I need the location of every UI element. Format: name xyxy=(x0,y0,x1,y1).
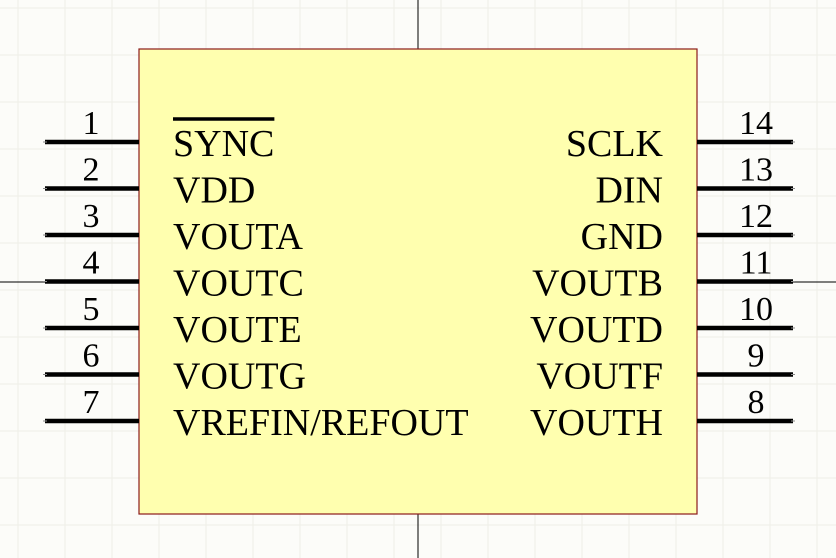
pin-number: 8 xyxy=(748,384,765,421)
component-body[interactable] xyxy=(138,48,698,515)
pin-6[interactable]: 6 VOUTG xyxy=(43,338,306,398)
pin-number: 4 xyxy=(83,245,100,282)
pin-name: SCLK xyxy=(566,123,664,165)
pin-number: 7 xyxy=(83,384,100,421)
pin-name: VREFIN/REFOUT xyxy=(173,402,469,444)
pin-8[interactable]: 8 VOUTH xyxy=(530,384,795,444)
pin-name: DIN xyxy=(595,170,663,212)
pin-name: VOUTF xyxy=(536,356,663,398)
pin-number: 11 xyxy=(740,245,773,282)
pin-name: VOUTG xyxy=(173,356,306,398)
pin-number: 6 xyxy=(83,338,100,375)
pin-9[interactable]: 9 VOUTF xyxy=(536,338,795,398)
pin-number: 9 xyxy=(748,338,765,375)
pin-4[interactable]: 4 VOUTC xyxy=(43,245,304,305)
pin-3[interactable]: 3 VOUTA xyxy=(43,198,303,258)
pins: 1 SYNC 2 VDD 3 VOUTA 4 VOUTC 5 VOUTE 6 VOUTG 7 VREFIN… xyxy=(43,105,795,444)
pin-number: 10 xyxy=(739,291,773,328)
pin-11[interactable]: 11 VOUTB xyxy=(532,245,795,305)
pin-name: VOUTE xyxy=(173,309,302,351)
pin-name: VOUTC xyxy=(173,263,304,305)
pin-10[interactable]: 10 VOUTD xyxy=(530,291,795,351)
pin-name: VOUTD xyxy=(530,309,663,351)
pin-name: GND xyxy=(581,216,663,258)
pin-12[interactable]: 12 GND xyxy=(581,198,795,258)
pin-name: VDD xyxy=(173,170,255,212)
pin-1[interactable]: 1 SYNC xyxy=(43,105,275,165)
pin-name: VOUTH xyxy=(530,402,663,444)
pin-number: 3 xyxy=(83,198,100,235)
pin-number: 14 xyxy=(739,105,773,142)
pin-14[interactable]: 14 SCLK xyxy=(566,105,795,165)
pin-name: VOUTB xyxy=(532,263,663,305)
pin-13[interactable]: 13 DIN xyxy=(595,152,795,212)
pin-2[interactable]: 2 VDD xyxy=(43,152,255,212)
pin-number: 12 xyxy=(739,198,773,235)
pin-name: VOUTA xyxy=(173,216,303,258)
pin-name: SYNC xyxy=(173,123,274,165)
pin-5[interactable]: 5 VOUTE xyxy=(43,291,302,351)
pin-number: 1 xyxy=(83,105,100,142)
pin-number: 2 xyxy=(83,152,100,189)
pin-number: 13 xyxy=(739,152,773,189)
pin-7[interactable]: 7 VREFIN/REFOUT xyxy=(43,384,469,444)
pin-number: 5 xyxy=(83,291,100,328)
